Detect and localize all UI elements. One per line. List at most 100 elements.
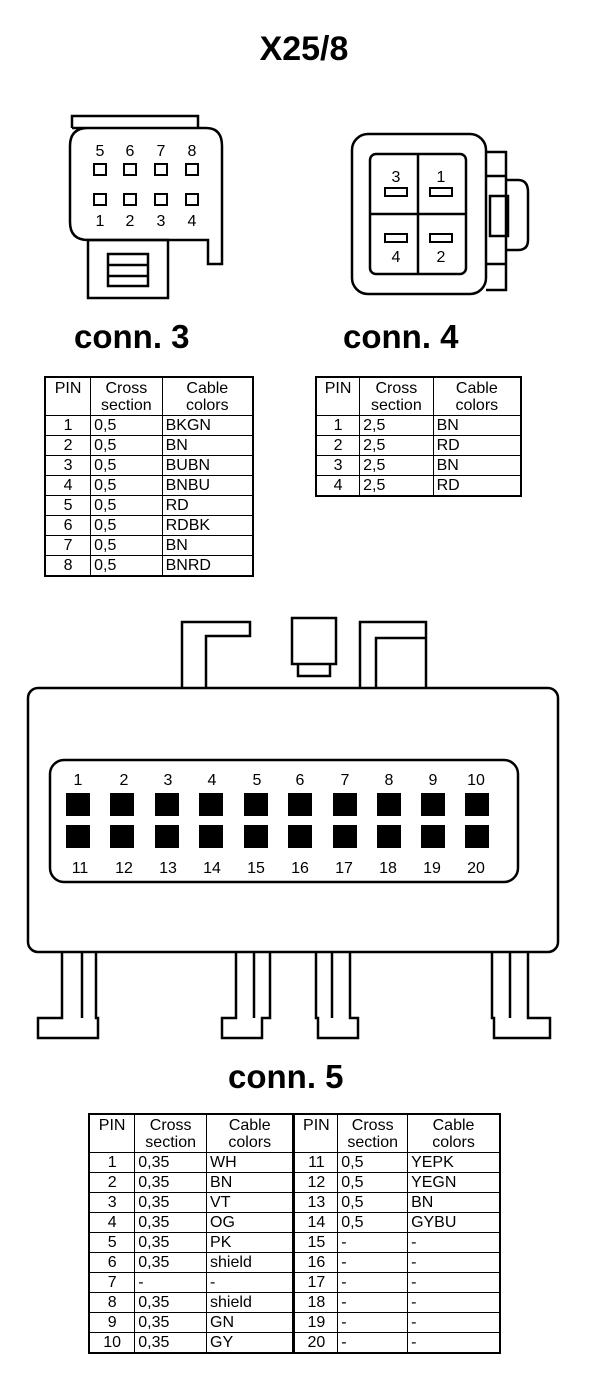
table-row: 7--17-- — [88, 1272, 501, 1293]
table-cell: - — [337, 1292, 409, 1313]
table-cell: 0,5 — [90, 495, 163, 516]
table-cell: PK — [206, 1232, 295, 1253]
table-cell: BN — [407, 1192, 501, 1213]
table-cell: BN — [206, 1172, 295, 1193]
conn5-pin-label: 10 — [467, 772, 485, 789]
table-cell: - — [337, 1272, 409, 1293]
conn5-pin-label: 3 — [164, 772, 173, 789]
table-cell: 0,5 — [90, 535, 163, 556]
conn5-pin-label: 17 — [335, 860, 353, 877]
table-cell: 0,5 — [337, 1152, 409, 1173]
table-cell: 3 — [44, 455, 92, 476]
table-cell: 8 — [44, 555, 92, 577]
table-cell: 13 — [292, 1192, 339, 1213]
table-cell: BN — [161, 435, 254, 456]
table-cell: 5 — [88, 1232, 136, 1253]
conn5-pin-label: 7 — [341, 772, 350, 789]
conn5-pin-label: 16 — [291, 860, 309, 877]
table-cell: 20 — [292, 1332, 339, 1354]
table-cell: 0,5 — [90, 515, 163, 536]
table-cell: 6 — [88, 1252, 136, 1273]
table-cell: 3 — [315, 455, 361, 476]
table-cell: 4 — [44, 475, 92, 496]
conn4-label: conn. 4 — [343, 318, 459, 355]
table-cell: 0,5 — [90, 435, 163, 456]
cross-section-header: Cross section — [90, 376, 163, 416]
table-cell: YEPK — [407, 1152, 501, 1173]
cable-colors-header: Cable colors — [407, 1113, 501, 1153]
conn5-pin-label: 1 — [74, 772, 83, 789]
table-cell: 0,35 — [134, 1312, 208, 1333]
table-cell: BUBN — [161, 455, 254, 476]
table-cell: 2 — [315, 435, 361, 456]
conn5-pin-label: 19 — [423, 860, 441, 877]
conn5-pin-label: 8 — [385, 772, 394, 789]
conn5-pin-label: 4 — [208, 772, 217, 789]
table-cell: - — [337, 1312, 409, 1333]
table-cell: 2,5 — [359, 455, 434, 476]
conn5-pin-label: 5 — [253, 772, 262, 789]
conn4-drawing: 3 1 4 2 — [350, 132, 530, 296]
table-cell: 0,35 — [134, 1332, 208, 1354]
table-cell: 3 — [88, 1192, 136, 1213]
diagram-title: X25/8 — [259, 30, 349, 68]
conn4-pin-label: 4 — [392, 249, 401, 266]
table-cell: BN — [432, 415, 522, 436]
conn5-label: conn. 5 — [228, 1058, 344, 1095]
conn4-pin-label: 1 — [437, 169, 446, 186]
table-cell: 1 — [315, 415, 361, 436]
table-cell: 15 — [292, 1232, 339, 1253]
table-cell: 5 — [44, 495, 92, 516]
table-cell: - — [407, 1252, 501, 1273]
table-cell: 0,35 — [134, 1212, 208, 1233]
table-cell: BN — [161, 535, 254, 556]
table-cell: 4 — [88, 1212, 136, 1233]
cross-section-header: Cross section — [337, 1113, 409, 1153]
table-cell: 0,5 — [337, 1212, 409, 1233]
conn5-pin-label: 6 — [296, 772, 305, 789]
table-cell: GN — [206, 1312, 295, 1333]
table-cell: shield — [206, 1252, 295, 1273]
table-cell: 12 — [292, 1172, 339, 1193]
table-cell: shield — [206, 1292, 295, 1313]
conn5-pin-label: 9 — [429, 772, 438, 789]
conn3-drawing: 5 6 7 8 1 2 3 4 — [68, 114, 224, 300]
table-cell: 0,35 — [134, 1292, 208, 1313]
conn3-pin-label: 1 — [96, 213, 105, 230]
table-cell: YEGN — [407, 1172, 501, 1193]
pin-header: PIN — [292, 1113, 339, 1153]
table-cell: 18 — [292, 1292, 339, 1313]
table-cell: RD — [161, 495, 254, 516]
cross-section-header: Cross section — [359, 376, 434, 416]
cable-colors-header: Cable colors — [432, 376, 522, 416]
table-cell: RD — [432, 435, 522, 456]
conn5-pin-table: PIN Cross section Cable colors PIN Cross… — [88, 1113, 501, 1354]
table-cell: 14 — [292, 1212, 339, 1233]
table-cell: BN — [432, 455, 522, 476]
table-cell: VT — [206, 1192, 295, 1213]
cable-colors-header: Cable colors — [206, 1113, 295, 1153]
table-cell: 0,35 — [134, 1152, 208, 1173]
table-cell: 4 — [315, 475, 361, 497]
table-cell: 2,5 — [359, 475, 434, 497]
table-cell: 0,35 — [134, 1252, 208, 1273]
table-cell: 9 — [88, 1312, 136, 1333]
table-cell: 6 — [44, 515, 92, 536]
table-cell: 0,35 — [134, 1232, 208, 1253]
conn5-pin-label: 15 — [247, 860, 265, 877]
conn5-pin-label: 11 — [72, 860, 89, 877]
table-cell: - — [407, 1232, 501, 1253]
table-cell: 0,5 — [90, 455, 163, 476]
conn3-pin-label: 2 — [126, 213, 135, 230]
